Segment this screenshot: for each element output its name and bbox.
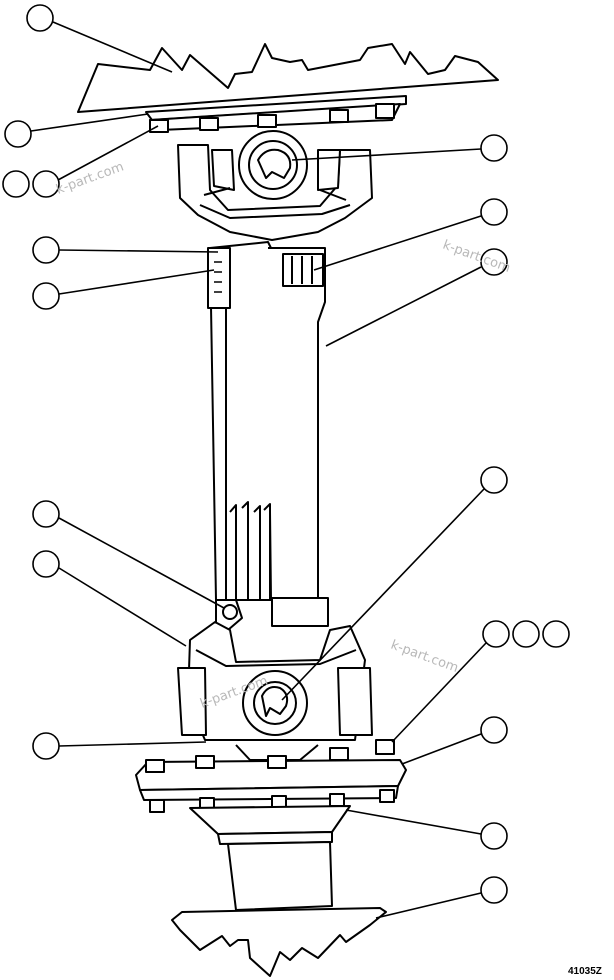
callout-3 [2,170,30,198]
callout-2 [4,113,149,148]
callout-7 [32,236,219,264]
callouts [2,4,570,919]
watermark-3: k-part.com [389,638,461,676]
lower-flange [135,739,407,813]
callout-8 [32,269,215,310]
lower-housing [189,805,351,911]
callout-14 [512,620,540,648]
watermark-1: k-part.com [54,159,126,197]
callout-18 [345,809,508,850]
callout-17 [401,716,508,765]
callout-11 [32,550,187,647]
callout-9 [325,248,508,347]
lower-flange-bolts [145,739,395,813]
top-flange-bolts [149,103,395,133]
top-flange [145,95,407,133]
callout-4 [32,125,159,198]
callout-1 [26,4,173,73]
callout-6 [313,198,508,271]
callout-10 [32,500,225,609]
callout-16 [32,732,207,760]
figure-code: 41035Z [568,966,602,977]
callout-19 [375,876,508,919]
shaft-tube [207,241,329,627]
callout-15 [542,620,570,648]
top-mounting-surface [77,43,499,113]
callout-5 [291,134,508,162]
callout-13 [391,620,510,743]
lower-universal-joint [177,621,373,761]
bottom-mounting-surface [171,907,387,977]
upper-universal-joint [177,130,373,241]
callout-12 [281,466,508,701]
